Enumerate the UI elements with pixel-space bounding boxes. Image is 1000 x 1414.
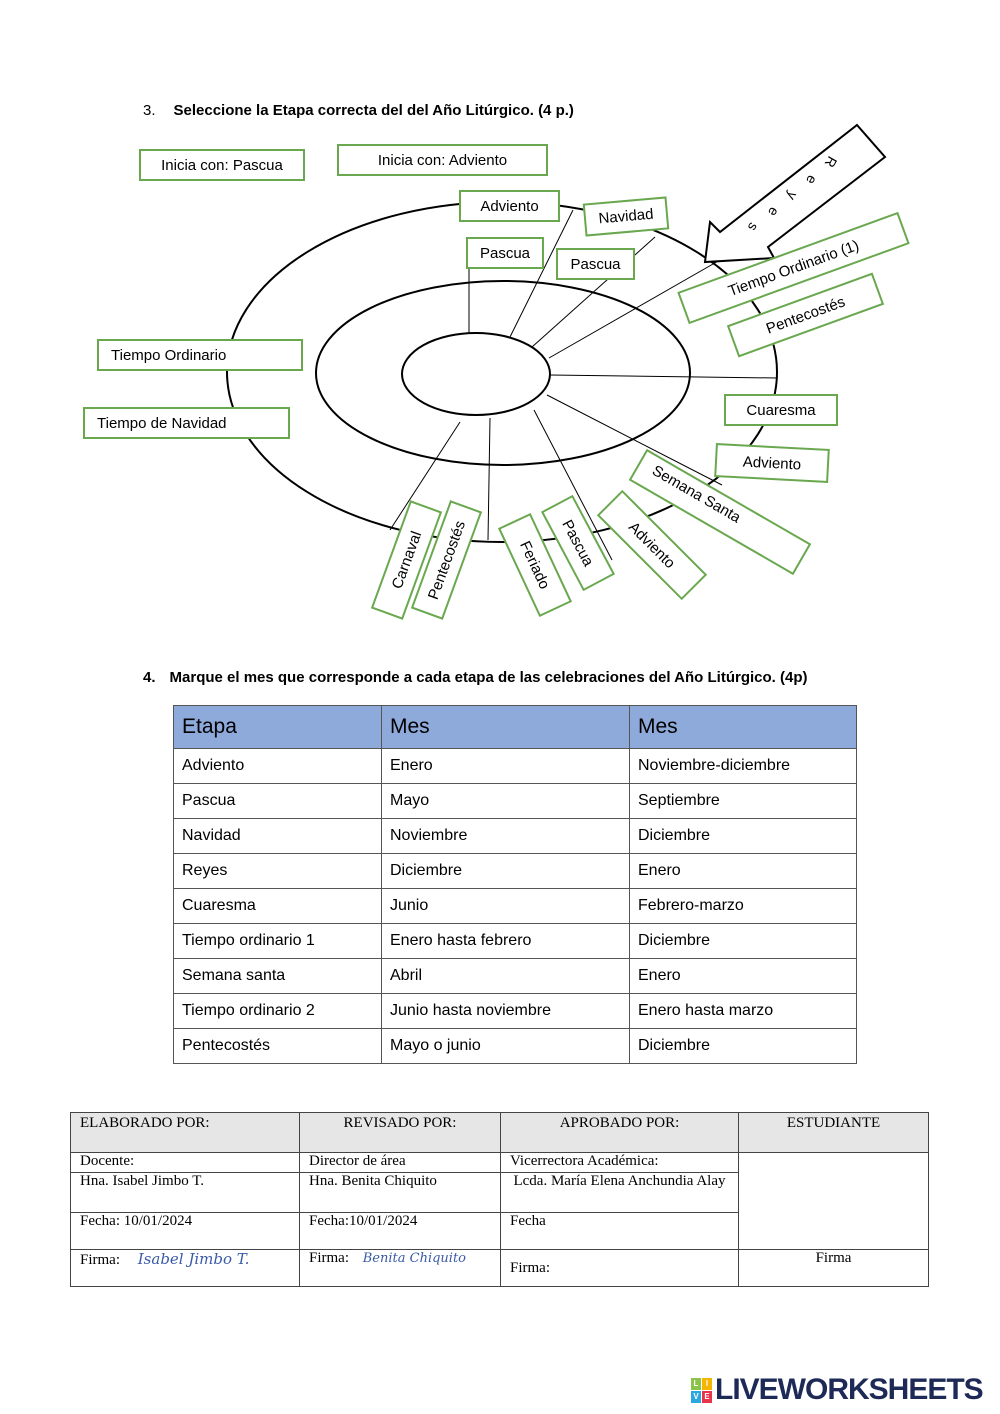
mes-option-cell[interactable]: Junio (381, 888, 630, 924)
question-text: Marque el mes que corresponde a cada eta… (169, 669, 808, 686)
table-header-row: Etapa Mes Mes (173, 705, 857, 749)
mes-option-cell[interactable]: Enero (381, 748, 630, 784)
label-pascua-1[interactable]: Pascua (466, 237, 544, 269)
mes-option-cell[interactable]: Noviembre (381, 818, 630, 854)
mes-option-cell[interactable]: Diciembre (629, 1028, 857, 1064)
header-elaborado: ELABORADO POR: (70, 1112, 300, 1153)
question-3-title: 3. Seleccione la Etapa correcta del del A… (143, 102, 574, 119)
header-estudiante: ESTUDIANTE (738, 1112, 929, 1153)
approval-table: ELABORADO POR: REVISADO POR: APROBADO PO… (70, 1112, 929, 1287)
role-director: Director de área (299, 1152, 501, 1173)
logo-letter: V (691, 1390, 701, 1403)
dates-row: Fecha: 10/01/2024 Fecha:10/01/2024 Fecha (70, 1212, 929, 1250)
mes-option-cell[interactable]: Diciembre (629, 923, 857, 959)
etapa-cell: Semana santa (173, 958, 382, 994)
liveworksheets-logo: L I V E LIVEWORKSHEETS (691, 1373, 984, 1407)
mes-option-cell[interactable]: Junio hasta noviembre (381, 993, 630, 1029)
mes-option-cell[interactable]: Enero (629, 958, 857, 994)
firma-revisado: Firma: Benita Chiquito (299, 1249, 501, 1287)
header-mes: Mes (629, 705, 857, 749)
label-tiempo-navidad[interactable]: Tiempo de Navidad (83, 407, 290, 439)
label-inicia-adviento[interactable]: Inicia con: Adviento (337, 144, 548, 176)
firma-aprobado: Firma: (500, 1249, 739, 1287)
mes-option-cell[interactable]: Diciembre (381, 853, 630, 889)
etapa-cell: Pentecostés (173, 1028, 382, 1064)
liturgical-year-diagram (226, 123, 887, 561)
etapa-cell: Tiempo ordinario 2 (173, 993, 382, 1029)
firma-label: Firma: (80, 1252, 120, 1268)
reyes-arrow (703, 123, 887, 264)
firma-estudiante[interactable]: Firma (738, 1249, 929, 1287)
names-row: Hna. Isabel Jimbo T. Hna. Benita Chiquit… (70, 1172, 929, 1213)
label-inicia-pascua[interactable]: Inicia con: Pascua (139, 149, 305, 181)
firma-elaborado: Firma: Isabel Jimbo T. (70, 1249, 300, 1287)
middle-ring (315, 280, 691, 466)
inner-circle (401, 332, 551, 416)
etapa-cell: Reyes (173, 853, 382, 889)
name-aprobado: Lcda. María Elena Anchundia Alay (500, 1172, 739, 1213)
logo-letter: E (702, 1390, 712, 1403)
mes-option-cell[interactable]: Noviembre-diciembre (629, 748, 857, 784)
etapa-cell: Navidad (173, 818, 382, 854)
signature-benita: Benita Chiquito (362, 1251, 467, 1266)
date-revisado: Fecha:10/01/2024 (299, 1212, 501, 1250)
approval-header-row: ELABORADO POR: REVISADO POR: APROBADO PO… (70, 1112, 929, 1153)
role-vicerrectora: Vicerrectora Académica: (500, 1152, 739, 1173)
name-revisado: Hna. Benita Chiquito (299, 1172, 501, 1213)
etapa-cell: Tiempo ordinario 1 (173, 923, 382, 959)
logo-letter: I (702, 1377, 712, 1390)
mes-option-cell[interactable]: Enero (629, 853, 857, 889)
label-pascua-2[interactable]: Pascua (556, 248, 635, 280)
etapa-cell: Pascua (173, 783, 382, 819)
question-text: Seleccione la Etapa correcta del del Año… (173, 102, 574, 119)
label-adviento-top[interactable]: Adviento (459, 190, 560, 222)
date-elaborado: Fecha: 10/01/2024 (70, 1212, 300, 1250)
mes-option-cell[interactable]: Enero hasta febrero (381, 923, 630, 959)
header-mes: Mes (381, 705, 630, 749)
name-elaborado: Hna. Isabel Jimbo T. (70, 1172, 300, 1213)
header-revisado: REVISADO POR: (299, 1112, 501, 1153)
label-adviento-right[interactable]: Adviento (714, 443, 830, 483)
mes-option-cell[interactable]: Septiembre (629, 783, 857, 819)
mes-option-cell[interactable]: Febrero-marzo (629, 888, 857, 924)
etapa-cell: Adviento (173, 748, 382, 784)
signature-row: Firma: Isabel Jimbo T. Firma: Benita Chi… (70, 1249, 929, 1287)
student-cell[interactable] (738, 1152, 929, 1250)
mes-option-cell[interactable]: Mayo (381, 783, 630, 819)
mes-option-cell[interactable]: Enero hasta marzo (629, 993, 857, 1029)
signature-isabel: Isabel Jimbo T. (137, 1250, 250, 1268)
label-tiempo-ordinario[interactable]: Tiempo Ordinario (97, 339, 303, 371)
header-etapa: Etapa (173, 705, 382, 749)
roles-row: Docente: Director de área Vicerrectora A… (70, 1152, 929, 1250)
role-docente: Docente: (70, 1152, 300, 1173)
header-aprobado: APROBADO POR: (500, 1112, 739, 1153)
label-cuaresma[interactable]: Cuaresma (724, 394, 838, 426)
logo-text: LIVEWORKSHEETS (715, 1373, 984, 1406)
question-number: 4. (143, 669, 156, 686)
logo-letter: L (691, 1377, 701, 1390)
firma-label: Firma: (309, 1250, 349, 1266)
date-aprobado: Fecha (500, 1212, 739, 1250)
etapa-cell: Cuaresma (173, 888, 382, 924)
question-number: 3. (143, 102, 156, 119)
question-4-title: 4. Marque el mes que corresponde a cada e… (143, 669, 807, 686)
mes-option-cell[interactable]: Mayo o junio (381, 1028, 630, 1064)
mes-option-cell[interactable]: Abril (381, 958, 630, 994)
mes-option-cell[interactable]: Diciembre (629, 818, 857, 854)
logo-icon: L I V E (691, 1377, 712, 1403)
